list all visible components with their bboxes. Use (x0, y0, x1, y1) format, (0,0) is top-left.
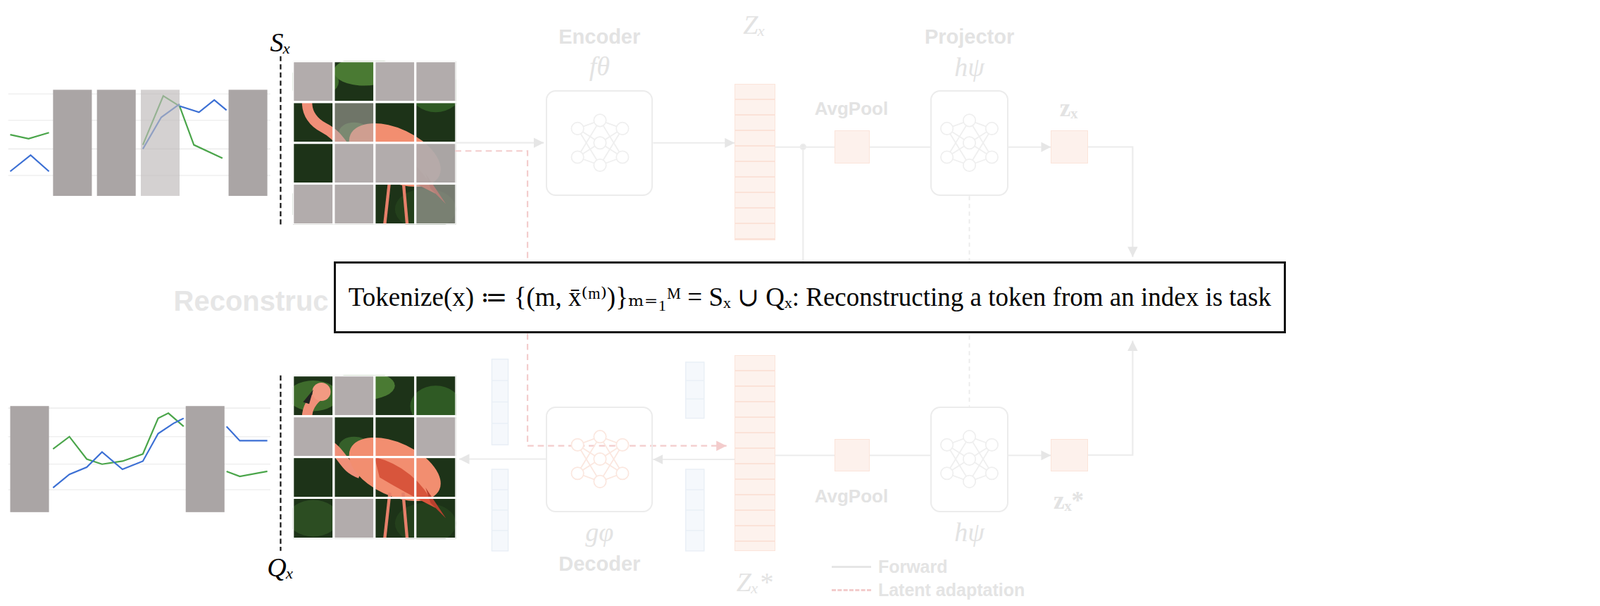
time-series-upper (8, 89, 271, 196)
legend-sample (831, 565, 872, 568)
node-symbol: Decoder (558, 552, 641, 576)
node-label: AvgPool (814, 98, 889, 120)
avgpool-box: AvgPool (834, 130, 870, 163)
connector (775, 454, 835, 456)
legend-entry: Latent adaptation (831, 579, 1025, 600)
encoder-box: Encoderfθ (545, 90, 653, 197)
masked-image-lower (292, 375, 457, 539)
node-label: Zₓ (742, 9, 766, 41)
node-label: gφ (585, 516, 614, 548)
connector (652, 142, 735, 144)
node-label: zₓ* (1053, 486, 1084, 515)
set-label: Sₓ (270, 27, 292, 59)
connector (1008, 146, 1052, 148)
connector (1008, 454, 1052, 456)
latent-column: Zₓ* (734, 354, 776, 551)
node-symbol: hψ (954, 52, 985, 84)
node-label: zₓ (1059, 94, 1079, 123)
latent-column: Zₓ (734, 83, 776, 241)
connector (869, 146, 931, 148)
node-label: Encoder (558, 25, 641, 49)
legend-sample (831, 588, 872, 591)
token-columns (491, 359, 704, 551)
connector (775, 146, 835, 148)
separator (279, 56, 281, 225)
node-label: Zₓ* (736, 566, 773, 598)
projector-box: Projectorhψ (930, 90, 1008, 197)
embedding-box: zₓ* (1050, 438, 1088, 472)
node-symbol: fθ (589, 51, 610, 83)
projector-box: hψ (930, 406, 1008, 513)
legend-text: Latent adaptation (878, 579, 1025, 600)
decoder-box: gφDecoder (545, 406, 653, 513)
node-label: hψ (954, 516, 985, 548)
formula-box: Tokenize(x) ≔ {(m, x̄⁽ᵐ⁾)}ₘ₌₁ᴹ = Sₓ ∪ Qₓ… (333, 261, 1286, 334)
formula-text: Tokenize(x) ≔ {(m, x̄⁽ᵐ⁾)}ₘ₌₁ᴹ = Sₓ ∪ Qₓ… (348, 282, 1272, 313)
time-series-lower (8, 405, 271, 512)
masked-image-upper (292, 61, 457, 225)
set-label: Qₓ (266, 552, 294, 584)
separator (279, 375, 281, 551)
embedding-box: zₓ (1050, 130, 1088, 163)
legend-entry: Forward (831, 556, 948, 577)
legend-text: Forward (878, 556, 948, 577)
node-label: Projector (924, 25, 1015, 49)
connector (652, 458, 735, 460)
network-icons (571, 430, 629, 488)
node-label: AvgPool (814, 485, 889, 508)
faded-heading: Reconstruc (173, 284, 329, 317)
avgpool-box: AvgPool (834, 438, 870, 472)
connector (869, 454, 931, 456)
